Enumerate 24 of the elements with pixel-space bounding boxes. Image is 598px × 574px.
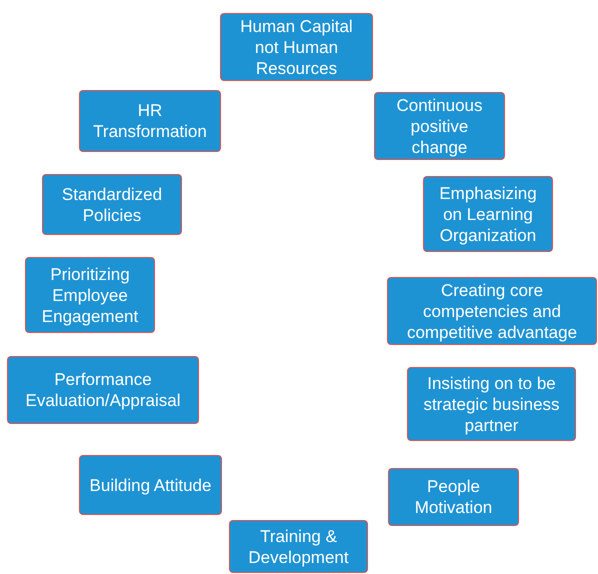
process-box: [387, 277, 597, 345]
box-label: Building Attitude: [90, 474, 212, 496]
process-box: [407, 367, 576, 441]
box-label: HR Transformation: [92, 100, 208, 142]
process-box: [42, 174, 182, 235]
box-label: People Motivation: [414, 476, 494, 518]
box-label: Prioritizing Employee Engagement: [40, 264, 140, 326]
process-box: [79, 90, 221, 152]
process-box: [79, 455, 222, 515]
box-label: Standardized Policies: [60, 184, 164, 226]
process-box: [423, 176, 553, 252]
box-label: Emphasizing on Learning Organization: [438, 182, 538, 246]
box-label: Insisting on to be strategic business partner: [422, 372, 561, 436]
box-label: Creating core competencies and competitive advantage: [406, 280, 578, 342]
process-box: [25, 257, 155, 333]
process-box: [7, 356, 199, 424]
box-label: Performance Evaluation/Appraisal: [24, 369, 182, 411]
process-box: [374, 92, 505, 160]
process-box: [220, 13, 373, 81]
process-box: [229, 520, 368, 573]
box-label: Continuous positive change: [395, 94, 484, 158]
box-label: Human Capital not Human Resources: [239, 16, 354, 78]
box-label: Training & Development: [247, 526, 350, 568]
process-box: [388, 468, 519, 526]
